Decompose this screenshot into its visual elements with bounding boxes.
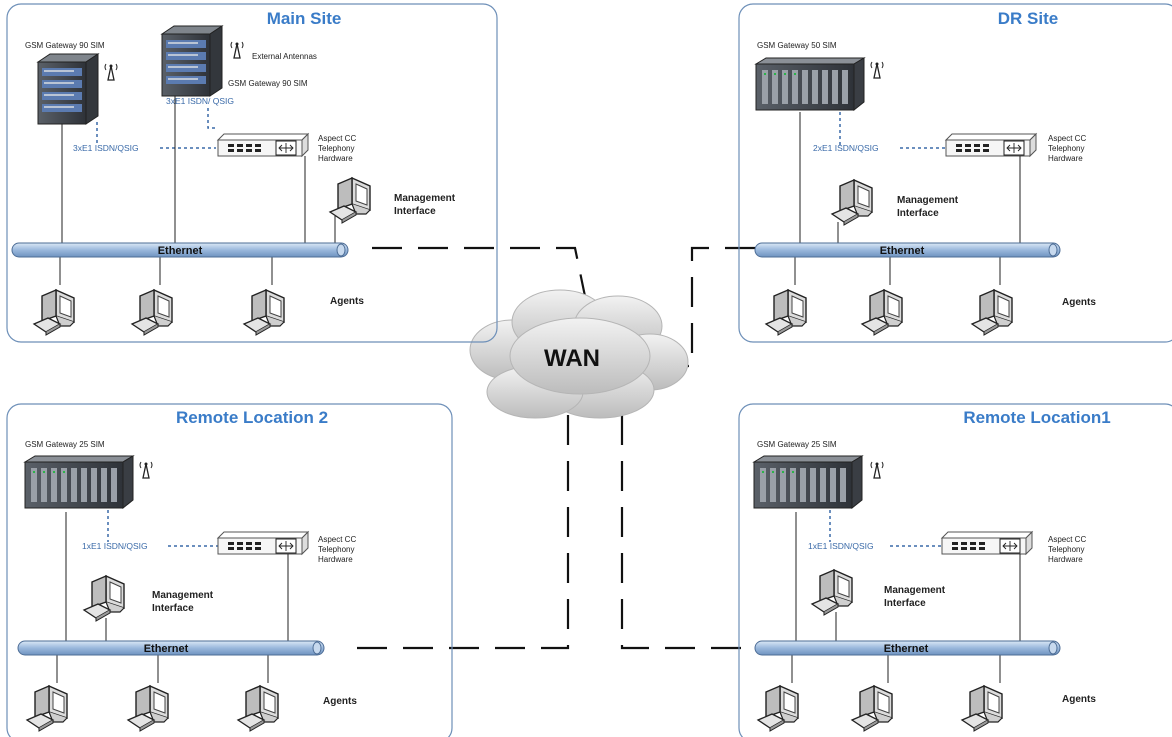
wan-link-remote1 (620, 415, 755, 650)
main-hw-label-1: Aspect CC (318, 134, 356, 143)
site-remote1: Remote Location1 GSM Gateway 25 SIM 1xE1… (738, 403, 1172, 737)
remote1-hw-label-3: Hardware (1048, 555, 1083, 564)
site-dr-frame (738, 3, 1172, 343)
remote2-isdn-label: 1xE1 ISDN/QSIG (82, 541, 148, 551)
dr-management-pc-icon (831, 179, 873, 226)
dr-agents-label: Agents (1062, 297, 1096, 308)
dr-hw-label-2: Telephony (1048, 144, 1084, 153)
remote2-agent-pc-1 (26, 685, 68, 732)
main-ethernet-label: Ethernet (158, 245, 203, 257)
main-mgmt-label-2: Interface (394, 206, 436, 217)
main-antenna2-icon (230, 41, 244, 59)
dr-agent-pc-1 (765, 289, 807, 336)
remote2-hw-label-2: Telephony (318, 545, 354, 554)
remote1-agent-pc-3 (961, 685, 1003, 732)
main-agent-pc-2 (131, 289, 173, 336)
remote2-hw-label-1: Aspect CC (318, 535, 356, 544)
remote1-gateway-icon (753, 455, 863, 509)
main-gateway1-icon (37, 53, 99, 125)
main-gateway2-icon (161, 25, 223, 97)
dr-mgmt-label-1: Management (897, 195, 959, 206)
remote2-telephony-hardware (217, 531, 309, 555)
site-remote1-frame (738, 403, 1172, 737)
dr-telephony-hardware (945, 133, 1037, 157)
site-main-title: Main Site (267, 9, 342, 28)
main-mgmt-label-1: Management (394, 193, 456, 204)
dr-gateway-icon (755, 57, 865, 111)
main-agents-label: Agents (330, 296, 364, 307)
site-dr: DR Site GSM Gateway 50 SIM 2xE1 ISDN/QSI… (738, 3, 1172, 343)
remote2-mgmt-label-1: Management (152, 590, 214, 601)
remote1-gateway-label: GSM Gateway 25 SIM (757, 440, 837, 449)
dr-agent-pc-2 (861, 289, 903, 336)
remote1-ethernet-label: Ethernet (884, 643, 929, 655)
main-hw-label-3: Hardware (318, 154, 353, 163)
remote2-agents-label: Agents (323, 696, 357, 707)
main-agent-pc-3 (243, 289, 285, 336)
wan-cloud: WAN (469, 289, 689, 419)
main-antenna-label: External Antennas (252, 52, 317, 61)
wan-label: WAN (544, 345, 600, 372)
remote2-agent-pc-3 (237, 685, 279, 732)
site-remote2: Remote Location 2 GSM Gateway 25 SIM 1xE… (6, 403, 453, 737)
dr-isdn-label: 2xE1 ISDN/QSIG (813, 143, 879, 153)
dr-agent-pc-3 (971, 289, 1013, 336)
site-main-frame (6, 3, 498, 343)
dr-mgmt-label-2: Interface (897, 208, 939, 219)
main-telephony-hardware (217, 133, 309, 157)
main-gateway1-label: GSM Gateway 90 SIM (25, 41, 105, 50)
remote1-hw-label-1: Aspect CC (1048, 535, 1086, 544)
remote2-ethernet-bus (17, 640, 325, 656)
remote2-hw-label-3: Hardware (318, 555, 353, 564)
dr-ethernet-bus (754, 242, 1061, 258)
main-hw-label-2: Telephony (318, 144, 354, 153)
site-dr-title: DR Site (998, 9, 1058, 28)
remote2-antenna-icon (139, 461, 153, 479)
remote1-isdn-label: 1xE1 ISDN/QSIG (808, 541, 874, 551)
main-management-pc-icon (329, 177, 371, 224)
site-remote1-title: Remote Location1 (963, 408, 1110, 427)
dr-hw-label-3: Hardware (1048, 154, 1083, 163)
remote1-mgmt-label-1: Management (884, 585, 946, 596)
site-remote2-frame (6, 403, 453, 737)
main-isdn-top: 3xE1 ISDN/ QSIG (166, 96, 234, 106)
site-main: Main Site GSM Gateway 90 SIM External An… (6, 3, 498, 343)
remote1-management-pc-icon (811, 569, 853, 616)
remote2-gateway-label: GSM Gateway 25 SIM (25, 440, 105, 449)
main-gateway2-label: GSM Gateway 90 SIM (228, 79, 308, 88)
remote1-agent-pc-1 (757, 685, 799, 732)
dr-ethernet-label: Ethernet (880, 245, 925, 257)
remote2-management-pc-icon (83, 575, 125, 622)
remote1-antenna-icon (870, 461, 884, 479)
remote1-agent-pc-2 (851, 685, 893, 732)
remote2-agent-pc-2 (127, 685, 169, 732)
dr-hw-label-1: Aspect CC (1048, 134, 1086, 143)
main-antenna1-icon (104, 63, 118, 81)
remote2-ethernet-label: Ethernet (144, 643, 189, 655)
dr-gateway-label: GSM Gateway 50 SIM (757, 41, 837, 50)
remote1-agents-label: Agents (1062, 694, 1096, 705)
remote1-ethernet-bus (754, 640, 1061, 656)
remote1-mgmt-label-2: Interface (884, 598, 926, 609)
remote1-telephony-hardware (941, 531, 1033, 555)
remote2-gateway-icon (24, 455, 134, 509)
remote2-mgmt-label-2: Interface (152, 603, 194, 614)
wan-link-remote2 (350, 415, 570, 650)
site-remote2-title: Remote Location 2 (176, 408, 328, 427)
remote1-hw-label-2: Telephony (1048, 545, 1084, 554)
dr-antenna-icon (870, 61, 884, 79)
main-agent-pc-1 (33, 289, 75, 336)
main-isdn-mid: 3xE1 ISDN/QSIG (73, 143, 139, 153)
